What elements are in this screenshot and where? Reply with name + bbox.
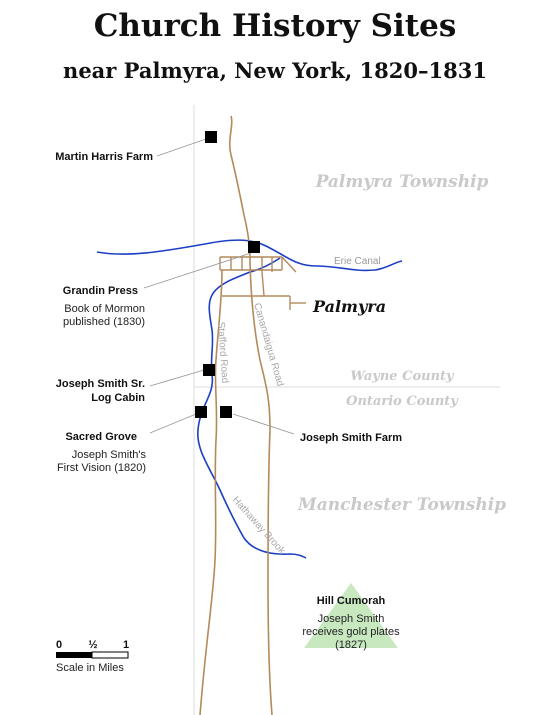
palmyra-township-label: Palmyra Township [315, 172, 489, 192]
erie-canal-label: Erie Canal [334, 256, 381, 267]
manchester-township-label: Manchester Township [297, 495, 506, 515]
scale-bar-dark [56, 652, 92, 658]
joseph-smith-farm-label: Joseph Smith Farm [300, 432, 402, 444]
hill-cumorah-desc-line1: Joseph Smith [318, 613, 385, 625]
hill-cumorah-label: Hill Cumorah [317, 595, 386, 607]
stafford-road-label: Stafford Road [215, 321, 230, 383]
hill-cumorah-desc-line2: receives gold plates [302, 626, 400, 638]
log-cabin-label-line1: Joseph Smith Sr. [56, 378, 145, 390]
ontario-county-label: Ontario County [346, 394, 459, 409]
hathaway-brook-label: Hathaway Brook [230, 495, 288, 558]
log-cabin-marker [203, 364, 215, 376]
wayne-county-label: Wayne County [350, 369, 455, 384]
erie-canal-waterway [96, 239, 403, 272]
sacred-grove-desc-line2: First Vision (1820) [57, 462, 146, 474]
map-title: Church History Sites [93, 8, 457, 44]
scale-bar: 0 ½ 1 Scale in Miles [56, 639, 129, 674]
scale-bar-light [91, 651, 129, 659]
martin-harris-farm-label: Martin Harris Farm [55, 151, 153, 163]
hill-cumorah-marker [304, 583, 398, 648]
log-cabin-label-line2: Log Cabin [91, 392, 145, 404]
sacred-grove-label: Sacred Grove [65, 431, 137, 443]
sacred-grove-marker [195, 406, 207, 418]
hathaway-brook-waterway [197, 257, 307, 559]
palmyra-town-label: Palmyra [312, 297, 386, 316]
joseph-smith-farm-marker [220, 406, 232, 418]
scale-tick-half: ½ [88, 639, 97, 651]
palmyra-street-grid [219, 256, 306, 310]
grandin-press-marker [248, 241, 260, 253]
grandin-press-label: Grandin Press [63, 285, 138, 297]
sacred-grove-desc-line1: Joseph Smith's [72, 449, 147, 461]
canandaigua-road-label: Canandaigua Road [251, 302, 285, 388]
scale-label: Scale in Miles [56, 662, 124, 674]
martin-harris-farm-marker [205, 131, 217, 143]
scale-tick-0: 0 [56, 639, 62, 651]
leader-lines [143, 138, 295, 435]
canandaigua-road [228, 115, 273, 715]
grandin-press-desc-line1: Book of Mormon [64, 303, 145, 315]
grandin-press-desc-line2: published (1830) [63, 316, 145, 328]
stafford-road [199, 269, 223, 715]
map-subtitle: near Palmyra, New York, 1820–1831 [63, 58, 487, 83]
hill-cumorah-desc-line3: (1827) [335, 639, 367, 651]
scale-tick-1: 1 [123, 639, 129, 651]
